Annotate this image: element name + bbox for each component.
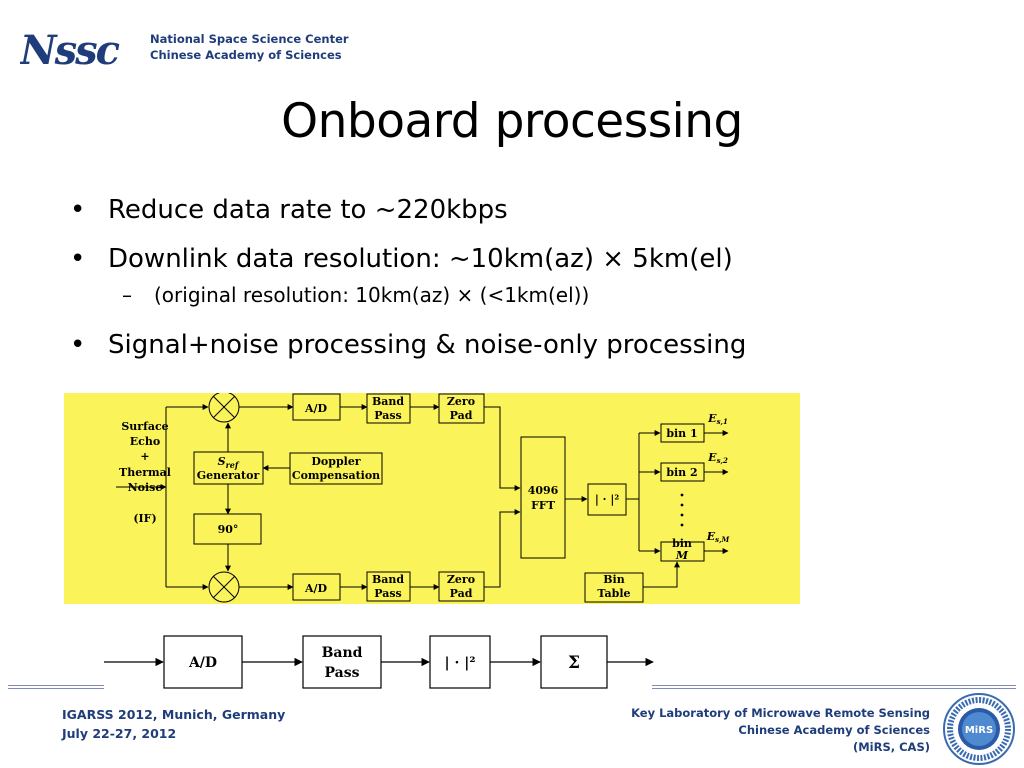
org-line-2: Chinese Academy of Sciences xyxy=(150,48,342,62)
input-label: (IF) xyxy=(133,512,156,525)
bandpass-label: Band xyxy=(322,645,363,661)
conference-line-2: July 22-27, 2012 xyxy=(62,726,177,741)
seal-text: MiRS xyxy=(965,725,993,736)
lab-line-1: Key Laboratory of Microwave Remote Sensi… xyxy=(631,706,930,720)
bandpass-label: Band xyxy=(372,573,404,586)
zeropad-label: Pad xyxy=(450,409,473,422)
bandpass-label: Pass xyxy=(374,409,402,422)
sref-label: Sref xyxy=(218,455,240,470)
binM-label: bin xyxy=(672,537,692,550)
nssc-logo: Nssc xyxy=(20,27,122,74)
zeropad-label: Zero xyxy=(447,395,475,408)
footer-rule-left xyxy=(8,685,104,686)
fft-label: FFT xyxy=(531,499,556,512)
signal-processing-diagram: Surface Echo + Thermal Noise (IF) A/D A/… xyxy=(64,391,800,604)
sum-label: Σ xyxy=(568,653,580,673)
ad-label: A/D xyxy=(188,655,217,671)
input-label: Surface xyxy=(121,420,168,433)
org-line-1: National Space Science Center xyxy=(150,32,349,46)
bin2-label: bin 2 xyxy=(666,466,697,479)
lab-info: Key Laboratory of Microwave Remote Sensi… xyxy=(631,705,930,756)
bin-table-label: Table xyxy=(597,587,630,600)
bandpass-label: Band xyxy=(372,395,404,408)
bullet-item: Reduce data rate to ~220kbps xyxy=(70,190,746,239)
abs-square-label: | · |² xyxy=(445,655,476,671)
doppler-box xyxy=(289,452,383,485)
phase-shift-label: 90° xyxy=(218,523,239,536)
doppler-label: Compensation xyxy=(292,469,380,482)
input-label: Noise xyxy=(128,481,163,494)
footer-rule-right xyxy=(652,688,1016,689)
fft-box xyxy=(520,436,566,559)
input-label: Echo xyxy=(130,435,160,448)
conference-info: IGARSS 2012, Munich, Germany July 22-27,… xyxy=(62,705,285,743)
doppler-label: Doppler xyxy=(311,455,360,468)
sub-bullet-item: (original resolution: 10km(az) × (<1km(e… xyxy=(70,281,746,325)
logo-text: Nssc xyxy=(20,27,120,74)
signal-processing-svg: Surface Echo + Thermal Noise (IF) A/D A/… xyxy=(116,391,730,603)
binM-label: M xyxy=(675,549,689,562)
bullet-list: Reduce data rate to ~220kbps Downlink da… xyxy=(70,190,746,374)
fft-label: 4096 xyxy=(528,484,559,497)
bin-table-label: Bin xyxy=(603,573,624,586)
mirs-seal-logo: MiRS xyxy=(943,693,1015,765)
bandpass-label: Pass xyxy=(325,665,360,681)
abs-square-label: | · |² xyxy=(595,493,619,506)
noise-processing-diagram: A/D Band Pass | · |² Σ xyxy=(100,628,660,694)
bullet-item: Downlink data resolution: ~10km(az) × 5k… xyxy=(70,239,746,281)
ellipsis-dots xyxy=(680,493,684,527)
generator-label: Generator xyxy=(197,469,260,482)
input-label: + xyxy=(140,450,149,463)
organization-name: National Space Science Center Chinese Ac… xyxy=(150,31,349,63)
output-esM-label: Es,M xyxy=(706,530,730,544)
footer-rule-right xyxy=(652,685,1016,686)
bandpass-label: Pass xyxy=(374,587,402,600)
zeropad-label: Pad xyxy=(450,587,473,600)
lab-line-2: Chinese Academy of Sciences xyxy=(738,723,930,737)
output-es1-label: Es,1 xyxy=(707,412,728,426)
conference-line-1: IGARSS 2012, Munich, Germany xyxy=(62,707,286,722)
bullet-item: Signal+noise processing & noise-only pro… xyxy=(70,325,746,374)
footer-rule-left xyxy=(8,688,104,689)
zeropad-label: Zero xyxy=(447,573,475,586)
bin1-label: bin 1 xyxy=(666,427,697,440)
ad-label-bottom: A/D xyxy=(304,582,328,595)
ad-label-top: A/D xyxy=(304,402,328,415)
slide-title: Onboard processing xyxy=(281,94,743,149)
lab-line-3: (MiRS, CAS) xyxy=(852,740,930,754)
sref-generator-box xyxy=(193,451,264,485)
phase-shift-box xyxy=(193,513,262,545)
output-es2-label: Es,2 xyxy=(707,451,728,465)
noise-processing-svg: A/D Band Pass | · |² Σ xyxy=(104,635,654,689)
input-label: Thermal xyxy=(119,466,171,479)
